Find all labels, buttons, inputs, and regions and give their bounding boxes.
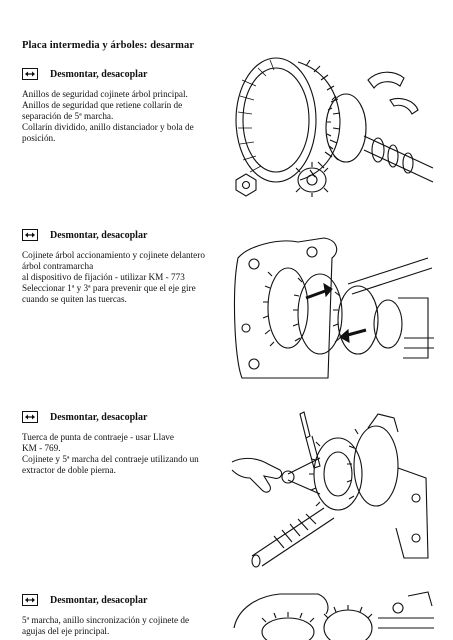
step-2: Desmontar, desacoplar Cojinete árbol acc… (22, 228, 222, 305)
step-line: árbol contramarcha (22, 261, 94, 271)
step-line: Cojinete y 5ª marcha del contraeje utili… (22, 454, 199, 464)
step-heading: Desmontar, desacoplar (50, 229, 148, 241)
step-line: Tuerca de punta de contraeje - usar Llav… (22, 432, 174, 442)
step-line: agujas del eje principal. (22, 626, 110, 636)
step-description: Cojinete árbol accionamiento y cojinete … (22, 250, 222, 305)
step-line: al dispositivo de fijación - utilizar KM… (22, 272, 185, 282)
figure-fixture-illustration (228, 228, 436, 388)
step-line: 5ª marcha, anillo sincronización y cojin… (22, 615, 190, 625)
step-header: Desmontar, desacoplar (22, 228, 222, 242)
disassemble-arrows-icon (22, 229, 38, 241)
step-line: Anillos de seguridad que retiene collarí… (22, 100, 183, 110)
step-line: Collarín dividido, anillo distanciador y… (22, 122, 194, 132)
step-4: Desmontar, desacoplar 5ª marcha, anillo … (22, 593, 222, 637)
step-heading: Desmontar, desacoplar (50, 594, 148, 606)
step-line: extractor de doble pierna. (22, 465, 116, 475)
disassemble-arrows-icon (22, 594, 38, 606)
step-heading: Desmontar, desacoplar (50, 411, 148, 423)
step-description: 5ª marcha, anillo sincronización y cojin… (22, 615, 222, 637)
figure-puller-illustration (228, 408, 436, 568)
step-1: Desmontar, desacoplar Anillos de segurid… (22, 67, 222, 144)
page-title: Placa intermedia y árboles: desarmar (22, 40, 195, 51)
figure-snap-rings-illustration (228, 40, 436, 198)
step-line: Seleccionar 1ª y 3ª para prevenir que el… (22, 283, 196, 293)
step-line: KM - 769. (22, 443, 61, 453)
step-line: Anillos de seguridad cojinete árbol prin… (22, 89, 188, 99)
step-3: Desmontar, desacoplar Tuerca de punta de… (22, 410, 222, 476)
step-header: Desmontar, desacoplar (22, 593, 222, 607)
step-line: posición. (22, 133, 56, 143)
step-line: cuando se quiten las tuercas. (22, 294, 127, 304)
disassemble-arrows-icon (22, 411, 38, 423)
step-line: Cojinete árbol accionamiento y cojinete … (22, 250, 205, 260)
disassemble-arrows-icon (22, 68, 38, 80)
step-heading: Desmontar, desacoplar (50, 68, 148, 80)
step-header: Desmontar, desacoplar (22, 67, 222, 81)
step-description: Tuerca de punta de contraeje - usar Llav… (22, 432, 222, 476)
step-line: separación de 5ª marcha. (22, 111, 114, 121)
step-description: Anillos de seguridad cojinete árbol prin… (22, 89, 222, 144)
step-header: Desmontar, desacoplar (22, 410, 222, 424)
figure-mainshaft-illustration (228, 588, 436, 640)
